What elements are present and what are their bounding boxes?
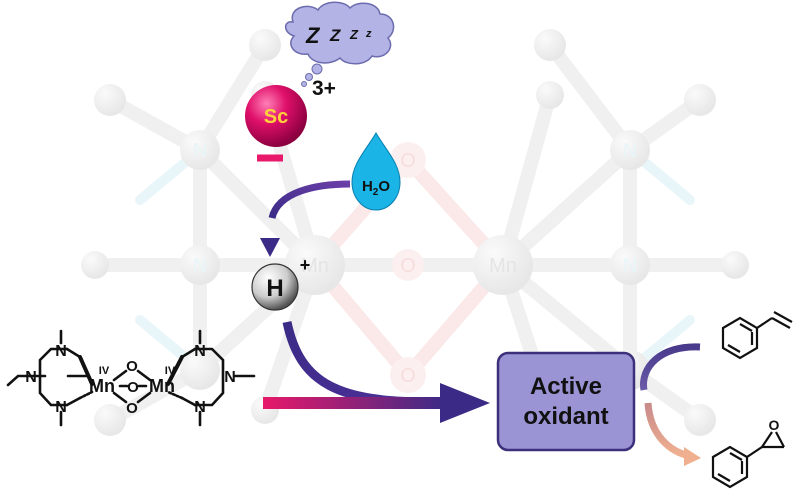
thought-cloud-icon: Z Z Z z — [284, 1, 395, 87]
zzz-letter-4: z — [365, 28, 372, 40]
complex-o-mid: O — [127, 379, 139, 396]
active-oxidant-box: Active oxidant — [496, 351, 636, 452]
active-oxidant-line1: Active — [530, 373, 602, 400]
complex-mn-left: Mn — [89, 376, 115, 396]
water-to-arrow-curve — [268, 180, 351, 220]
complex-n-6: N — [224, 369, 236, 386]
background-structure: Mn Mn O O O N N N N N — [81, 29, 749, 436]
complex-n-4: N — [194, 343, 206, 360]
zzz-letter-1: Z — [305, 23, 321, 48]
complex-n-2: N — [55, 399, 67, 416]
zzz-letter-3: Z — [349, 27, 359, 42]
complex-ox-left: IV — [99, 365, 110, 377]
bg-n-label-2: N — [193, 255, 207, 277]
water-label: H2O — [362, 178, 390, 198]
epoxide-o-label: O — [769, 417, 780, 433]
complex-n-3: N — [25, 369, 37, 386]
bg-mn-right-label: Mn — [489, 255, 517, 277]
zzz-letter-2: Z — [329, 26, 341, 45]
epoxide-icon — [711, 431, 785, 489]
proton-sphere-icon: H + — [251, 255, 311, 311]
scandium-to-proton-arrow — [257, 154, 283, 257]
scandium-label: Sc — [264, 106, 288, 128]
complex-o-top: O — [126, 358, 138, 375]
substrate-arc — [640, 343, 701, 391]
bg-n-label-4: N — [623, 255, 637, 277]
complex-mn-right: Mn — [149, 376, 175, 396]
proton-charge: + — [300, 255, 311, 275]
complex-o-bottom: O — [126, 400, 138, 417]
proton-label: H — [266, 275, 283, 302]
bg-o-top-label: O — [400, 150, 416, 172]
mn-dimer-complex — [6, 329, 256, 427]
scandium-ion-icon: Sc 3+ — [245, 77, 336, 147]
complex-n-1: N — [55, 343, 67, 360]
styrene-icon — [721, 311, 793, 360]
active-oxidant-line2: oxidant — [523, 403, 608, 430]
water-drop-icon: H2O — [351, 132, 401, 211]
bg-n-label-1: N — [193, 140, 207, 162]
bg-n-label-3: N — [623, 140, 637, 162]
bg-o-mid-label: O — [400, 255, 416, 277]
product-arrow-head — [684, 447, 701, 466]
complex-ox-right: IV — [165, 365, 176, 377]
bg-o-bottom-label: O — [400, 365, 416, 387]
main-reaction-arrow — [263, 383, 490, 423]
scandium-charge: 3+ — [312, 77, 336, 100]
complex-n-5: N — [194, 399, 206, 416]
mn-complex-labels: N N N N N N Mn Mn IV IV O O O — [25, 343, 236, 417]
bg-mn-left-label: Mn — [301, 255, 329, 277]
